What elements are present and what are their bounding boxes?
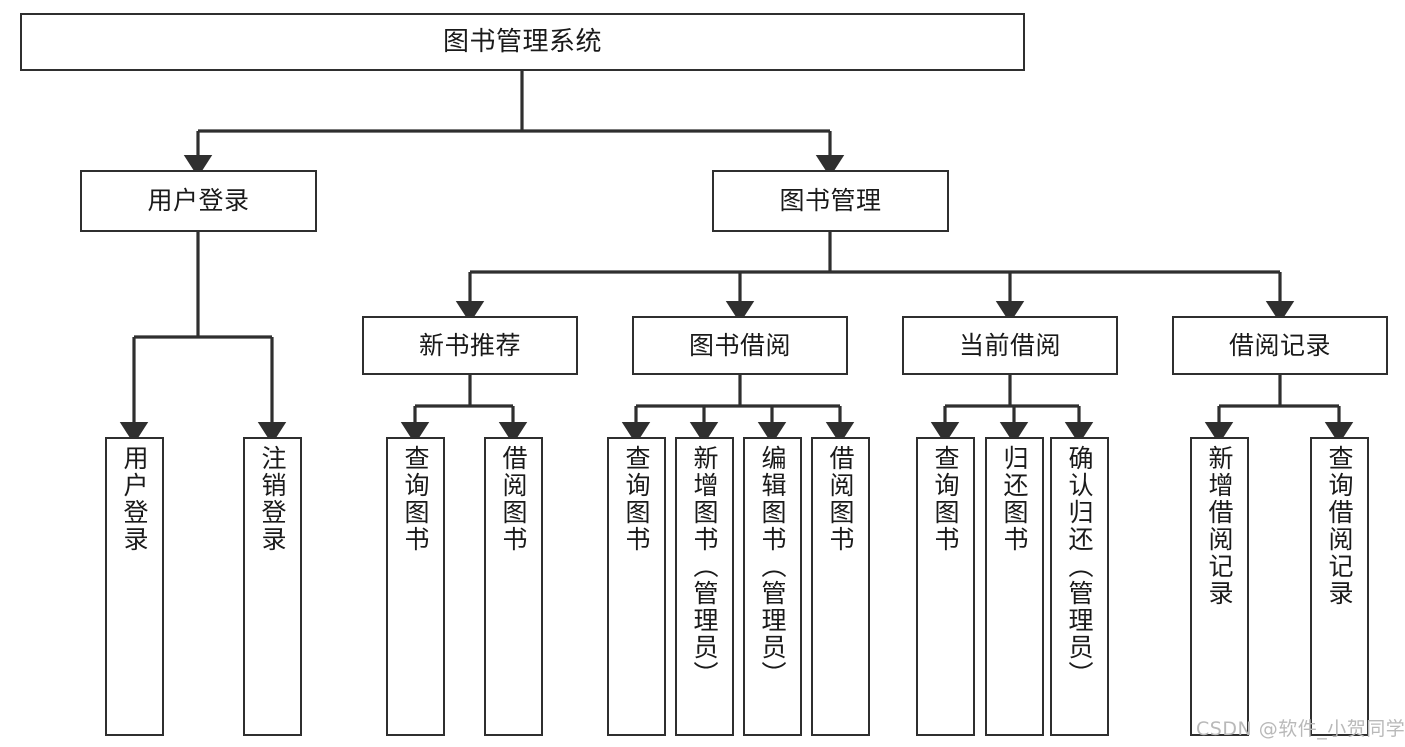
node-user-login-label: 用户登录	[147, 186, 250, 216]
node-root-label: 图书管理系统	[442, 26, 602, 57]
node-leaf-user-login[interactable]: 用户登录	[105, 437, 164, 736]
node-current-borrow-label: 当前借阅	[958, 330, 1061, 360]
node-root[interactable]: 图书管理系统	[20, 13, 1025, 71]
node-book-borrow-label: 图书借阅	[688, 330, 791, 360]
node-leaf-add-book-admin[interactable]: 新增图书（管理员）	[675, 437, 734, 736]
node-leaf-add-borrow-record-label: 新增借阅记录	[1205, 445, 1234, 607]
node-book-manage[interactable]: 图书管理	[712, 170, 949, 232]
node-current-borrow[interactable]: 当前借阅	[902, 316, 1118, 375]
node-leaf-query-book-cur-label: 查询图书	[931, 445, 960, 553]
node-book-borrow[interactable]: 图书借阅	[632, 316, 848, 375]
node-leaf-return-book-label: 归还图书	[1000, 445, 1029, 553]
node-leaf-logout-label: 注销登录	[258, 445, 287, 553]
node-leaf-logout[interactable]: 注销登录	[243, 437, 302, 736]
node-leaf-borrow-book-label: 借阅图书	[826, 445, 855, 553]
node-leaf-query-borrow-record[interactable]: 查询借阅记录	[1310, 437, 1369, 736]
node-leaf-confirm-return-admin-label: 确认归还（管理员）	[1065, 445, 1094, 688]
node-leaf-query-book-borrow[interactable]: 查询图书	[607, 437, 666, 736]
node-new-book-recommend[interactable]: 新书推荐	[362, 316, 578, 375]
node-borrow-record-label: 借阅记录	[1228, 330, 1331, 360]
node-new-book-recommend-label: 新书推荐	[418, 330, 521, 360]
node-leaf-query-book-borrow-label: 查询图书	[622, 445, 651, 553]
node-leaf-query-book-cur[interactable]: 查询图书	[916, 437, 975, 736]
node-leaf-add-borrow-record[interactable]: 新增借阅记录	[1190, 437, 1249, 736]
node-leaf-borrow-book-rec-label: 借阅图书	[499, 445, 528, 553]
node-borrow-record[interactable]: 借阅记录	[1172, 316, 1388, 375]
node-leaf-borrow-book-rec[interactable]: 借阅图书	[484, 437, 543, 736]
csdn-watermark: CSDN @软件_小贺同学	[1196, 718, 1405, 740]
node-leaf-query-book-rec[interactable]: 查询图书	[386, 437, 445, 736]
node-leaf-edit-book-admin[interactable]: 编辑图书（管理员）	[743, 437, 802, 736]
node-leaf-confirm-return-admin[interactable]: 确认归还（管理员）	[1050, 437, 1109, 736]
node-user-login[interactable]: 用户登录	[80, 170, 317, 232]
node-leaf-query-book-rec-label: 查询图书	[401, 445, 430, 553]
node-book-manage-label: 图书管理	[779, 186, 882, 216]
node-leaf-return-book[interactable]: 归还图书	[985, 437, 1044, 736]
node-leaf-user-login-label: 用户登录	[120, 445, 149, 553]
node-leaf-query-borrow-record-label: 查询借阅记录	[1325, 445, 1354, 607]
node-leaf-edit-book-admin-label: 编辑图书（管理员）	[758, 445, 787, 688]
node-leaf-borrow-book[interactable]: 借阅图书	[811, 437, 870, 736]
node-leaf-add-book-admin-label: 新增图书（管理员）	[690, 445, 719, 688]
